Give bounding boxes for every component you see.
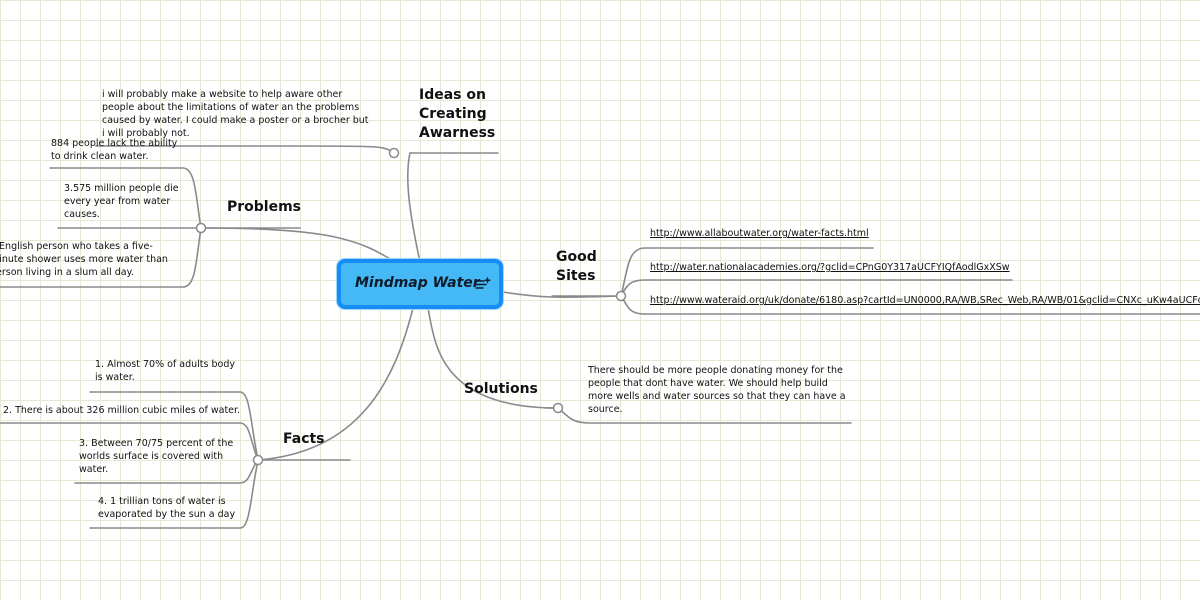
facts-note-1[interactable]: 1. Almost 70% of adults body is water.	[95, 359, 235, 383]
branch-problems-label[interactable]: Problems	[227, 199, 302, 215]
sites-link-2[interactable]: http://water.nationalacademies.org/?gcli…	[650, 262, 1010, 273]
problems-note-3[interactable]: n English person who takes a five-minute…	[0, 241, 168, 278]
collapse-toggle-sites	[615, 290, 627, 302]
branch-ideas-label[interactable]: Ideas on Creating Awarness	[419, 87, 496, 141]
connector-sites-link-1	[620, 247, 874, 297]
connector-problems-note-3	[0, 227, 202, 288]
connector-facts-note-4	[89, 459, 259, 529]
problems-note-2[interactable]: 3.575 million people die every year from…	[64, 183, 179, 220]
solutions-note-1[interactable]: There should be more people donating mon…	[588, 365, 846, 415]
collapse-toggle-facts	[252, 454, 264, 466]
collapse-toggle-solutions	[552, 402, 564, 414]
problems-note-1[interactable]: 884 people lack the ability to drink cle…	[51, 138, 178, 162]
connector-facts-note-1	[89, 391, 259, 461]
central-topic[interactable]: Mindmap Water	[337, 259, 503, 309]
collapse-toggle-ideas	[388, 147, 400, 159]
branch-facts-label[interactable]: Facts	[283, 431, 325, 447]
connector-central-ideas	[406, 152, 421, 263]
branch-sites-label[interactable]: Good Sites	[556, 249, 597, 284]
connector-central-facts	[257, 307, 414, 461]
sites-link-1[interactable]: http://www.allaboutwater.org/water-facts…	[650, 228, 869, 239]
facts-note-3[interactable]: 3. Between 70/75 percent of the worlds s…	[79, 438, 234, 475]
connector-facts-note-2	[0, 422, 259, 461]
connector-central-problems	[204, 227, 396, 263]
collapse-toggle-problems	[195, 222, 207, 234]
ideas-note-1[interactable]: i will probably make a website to help a…	[102, 89, 369, 139]
connector-problems-note-1	[49, 167, 202, 229]
branch-solutions-label[interactable]: Solutions	[464, 381, 538, 397]
facts-note-2[interactable]: 2. There is about 326 million cubic mile…	[3, 405, 241, 416]
facts-note-4[interactable]: 4. 1 trillian tons of water is evaporate…	[98, 496, 236, 520]
central-topic-label: Mindmap Water	[355, 275, 480, 291]
notes-icon[interactable]	[475, 277, 491, 291]
sites-link-3[interactable]: http://www.wateraid.org/uk/donate/6180.a…	[650, 295, 1200, 306]
connector-central-solutions	[427, 307, 559, 409]
